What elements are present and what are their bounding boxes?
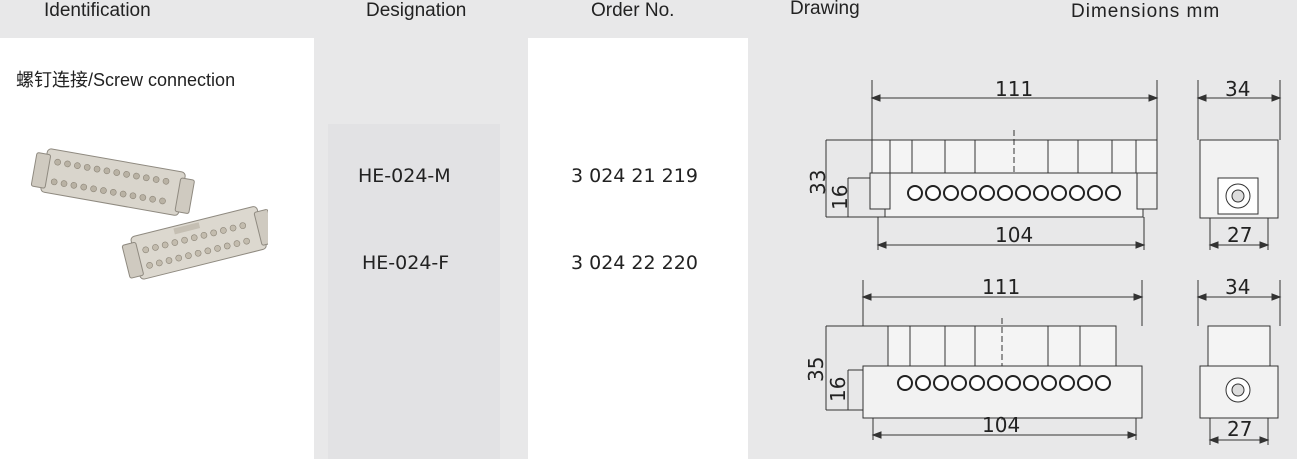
designation-row-2: HE-024-F [362,252,450,274]
header-designation: Designation [366,0,467,21]
header-identification: Identification [44,0,151,21]
dim-width-top-2: 111 [982,275,1020,299]
dim-height-inner-1: 16 [828,185,852,210]
dim-width-bottom-1: 104 [995,223,1033,247]
designation-panel [328,124,500,459]
drawing-female: 111 35 16 104 34 27 [804,275,1282,445]
dim-side-top-1: 34 [1225,77,1250,101]
dim-width-top-1: 111 [995,77,1033,101]
dim-side-bottom-2: 27 [1227,417,1252,441]
order-no-panel [528,38,748,459]
dim-height-inner-2: 16 [826,377,850,402]
header-dimensions: Dimensions mm [1071,1,1221,22]
header-order-no: Order No. [591,0,675,21]
connection-type-label: 螺钉连接/Screw connection [16,70,236,90]
order-no-row-2: 3 024 22 220 [571,252,698,274]
dim-height-total-1: 33 [806,170,830,195]
drawing-male: 111 33 16 104 34 27 [806,77,1282,250]
dim-side-bottom-1: 27 [1227,223,1252,247]
designation-row-1: HE-024-M [358,165,451,187]
dim-width-bottom-2: 104 [982,413,1020,437]
dim-side-top-2: 34 [1225,275,1250,299]
dim-height-total-2: 35 [804,357,828,382]
order-no-row-1: 3 024 21 219 [571,165,698,187]
connector-photo [30,148,268,280]
header-drawing: Drawing [790,0,860,19]
